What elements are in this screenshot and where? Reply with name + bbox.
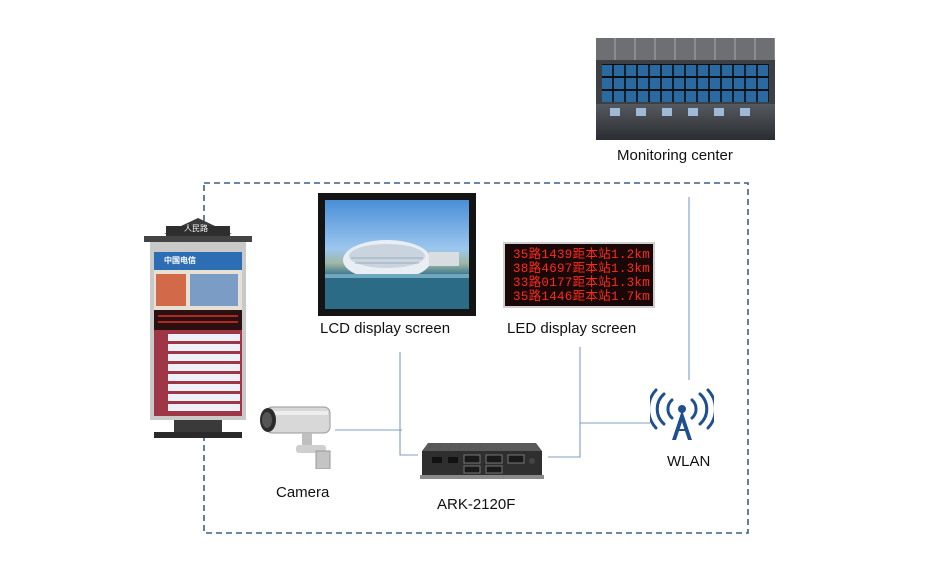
ark-label: ARK-2120F — [437, 496, 516, 513]
wlan-label: WLAN — [667, 453, 711, 470]
led-label: LED display screen — [507, 320, 637, 337]
antenna-icon — [650, 388, 714, 440]
led-display: 35路1439距本站1.2km 38路4697距本站1.3km 33路0177距… — [503, 242, 655, 308]
bus-stop-sign: 人民路 中国电信 — [144, 218, 252, 438]
led-row: 35路1446距本站1.7km — [513, 290, 651, 304]
lcd-connector — [399, 352, 418, 456]
monitoring-center-photo — [596, 38, 775, 140]
camera-label: Camera — [276, 484, 330, 501]
camera-icon — [260, 406, 331, 469]
monitoring-center-label: Monitoring center — [617, 147, 733, 164]
led-row: 33路0177距本站1.3km — [513, 276, 651, 290]
lcd-label: LCD display screen — [320, 320, 451, 337]
computer-box-icon — [420, 443, 544, 479]
led-connector — [548, 347, 581, 458]
lcd-display — [318, 193, 476, 316]
led-row: 35路1439距本站1.2km — [513, 248, 651, 262]
station-name: 人民路 — [184, 224, 208, 233]
bus-stop-sign-icon — [144, 218, 252, 438]
sign-brand: 中国电信 — [164, 256, 196, 265]
led-row: 38路4697距本站1.3km — [513, 262, 651, 276]
